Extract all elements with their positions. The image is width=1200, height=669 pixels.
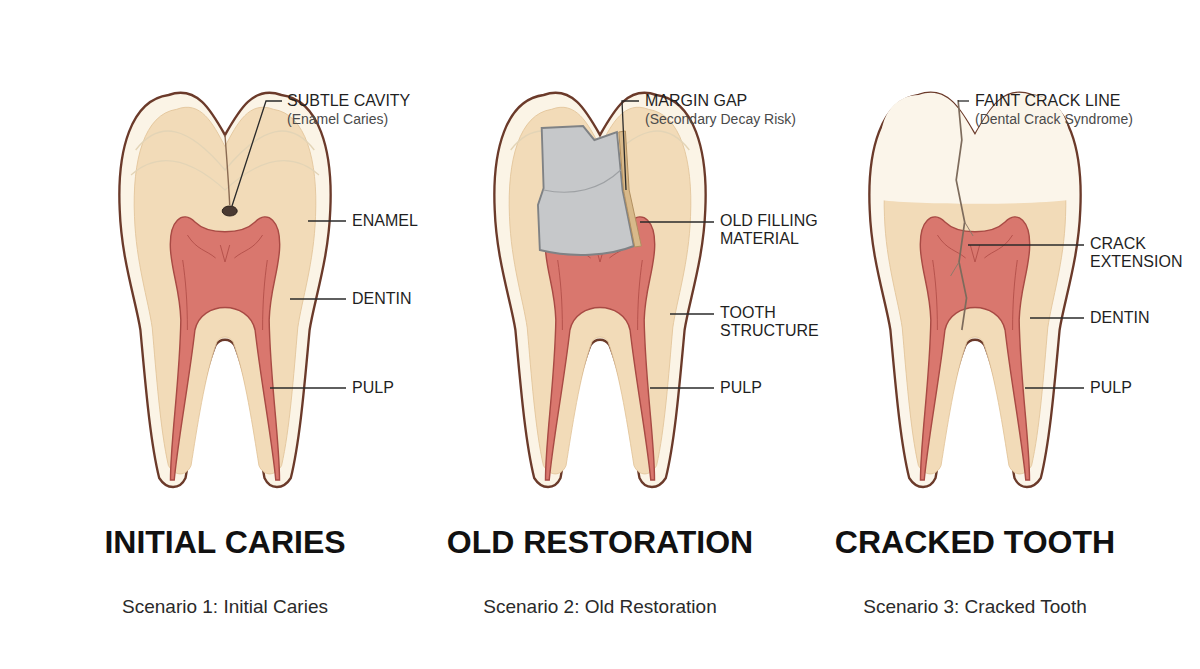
part-label: DENTIN <box>1090 309 1150 327</box>
scenario-caption: Scenario 2: Old Restoration <box>420 596 780 618</box>
scenario-caption: Scenario 1: Initial Caries <box>45 596 405 618</box>
part-label: OLD FILLING MATERIAL <box>720 212 845 249</box>
scenario-heading: OLD RESTORATION <box>420 524 780 561</box>
tooth-figure <box>494 93 705 487</box>
scenario-heading: INITIAL CARIES <box>45 524 405 561</box>
part-label: FAINT CRACK LINE <box>975 92 1121 110</box>
part-note: (Enamel Caries) <box>287 111 388 127</box>
part-note: (Secondary Decay Risk) <box>645 111 796 127</box>
scenario-heading: CRACKED TOOTH <box>795 524 1155 561</box>
scenario-caption: Scenario 3: Cracked Tooth <box>795 596 1155 618</box>
part-label: TOOTH STRUCTURE <box>720 304 845 341</box>
part-label: SUBTLE CAVITY <box>287 92 410 110</box>
part-label: ENAMEL <box>352 212 418 230</box>
part-label: PULP <box>1090 379 1132 397</box>
tooth-figure <box>869 93 1080 487</box>
part-label: PULP <box>720 379 762 397</box>
leader-lines <box>232 101 1084 388</box>
part-label: CRACK EXTENSION <box>1090 235 1194 272</box>
tooth-figure <box>119 93 330 487</box>
part-label: MARGIN GAP <box>645 92 747 110</box>
part-label: PULP <box>352 379 394 397</box>
part-note: (Dental Crack Syndrome) <box>975 111 1133 127</box>
part-label: DENTIN <box>352 290 412 308</box>
